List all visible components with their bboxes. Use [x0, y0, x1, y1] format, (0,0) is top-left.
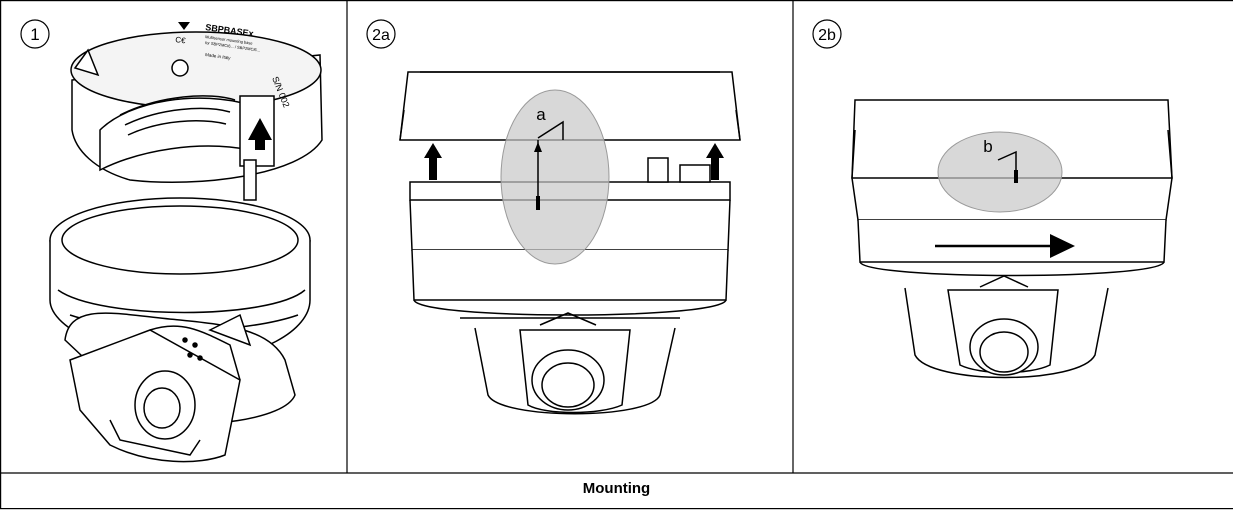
callout-a: a [536, 105, 546, 124]
callout-b: b [983, 137, 992, 156]
right-arrow-icon [935, 234, 1075, 258]
up-arrow-right-icon [706, 143, 724, 180]
step-label-2b: 2b [818, 27, 836, 44]
panel-1: 1 SBPBASEx Multisensor mounting base for… [20, 19, 323, 463]
highlight-area-a [500, 89, 610, 265]
panel-2a: 2a a [366, 19, 741, 415]
sensor-assembled-illustration [851, 99, 1173, 379]
device-label-made: Made in Italy [205, 52, 232, 61]
step-badge-1 [20, 19, 50, 49]
mounting-base-illustration: SBPBASEx Multisensor mounting base for S… [49, 22, 323, 463]
highlight-area-b [937, 131, 1063, 213]
caption-mounting: Mounting [582, 480, 651, 497]
device-label-ce: C€ [175, 35, 187, 45]
up-arrow-left-icon [424, 143, 442, 180]
step-badge-2a [366, 19, 396, 49]
panel-2b: 2b b [812, 19, 1173, 379]
step-label-1: 1 [30, 25, 39, 44]
up-arrow-icon [248, 118, 272, 150]
step-badge-2b [812, 19, 842, 49]
sensor-separated-illustration [399, 71, 741, 415]
device-label-line2: Multisensor mounting base [205, 34, 254, 46]
step-label-2a: 2a [372, 27, 390, 44]
